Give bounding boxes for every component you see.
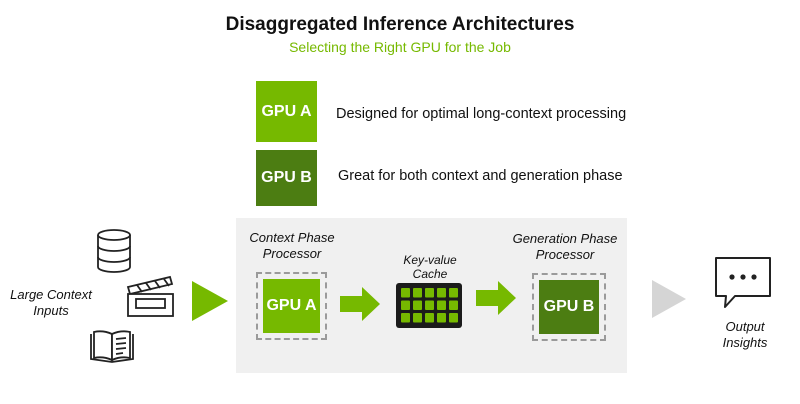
- generation-gpu-b-box: GPU B: [539, 280, 599, 334]
- generation-gpu-label: GPU B: [543, 298, 595, 315]
- legend-gpu-a-box: GPU A: [256, 81, 317, 142]
- context-gpu-label: GPU A: [266, 297, 317, 314]
- cache-cell: [437, 313, 446, 323]
- generation-gpu-slot: [532, 273, 606, 341]
- cache-cell: [413, 300, 422, 310]
- context-phase-label: Context Phase Processor: [249, 230, 335, 261]
- cache-cell: [449, 300, 458, 310]
- cache-cell: [425, 300, 434, 310]
- legend-gpu-b-description: Great for both context and generation ph…: [338, 168, 623, 184]
- page-title: Disaggregated Inference Architectures: [225, 14, 575, 35]
- cache-cell: [401, 288, 410, 298]
- database-icon: [97, 229, 131, 273]
- clapperboard-icon: [126, 275, 174, 317]
- output-arrow-triangle: [652, 280, 686, 318]
- book-icon: [90, 330, 134, 363]
- generation-phase-label: Generation Phase Processor: [512, 231, 618, 262]
- cache-cell: [425, 313, 434, 323]
- context-gpu-slot: [256, 272, 327, 340]
- cache-cell: [413, 313, 422, 323]
- cache-label: Key-value Cache: [403, 253, 457, 281]
- cache-cell: [413, 288, 422, 298]
- chat-bubble-icon: [715, 257, 771, 308]
- context-gpu-a-box: GPU A: [263, 279, 320, 333]
- cache-cell: [449, 313, 458, 323]
- output-label: Output Insights: [722, 319, 768, 350]
- legend-gpu-a-label: GPU A: [261, 102, 312, 120]
- kv-cache-chip-icon: [396, 283, 462, 328]
- cache-cell: [449, 288, 458, 298]
- cache-cell: [425, 288, 434, 298]
- legend-gpu-a-description: Designed for optimal long-context proces…: [336, 106, 627, 122]
- cache-cell: [437, 288, 446, 298]
- input-label: Large Context Inputs: [10, 287, 92, 318]
- page-subtitle: Selecting the Right GPU for the Job: [289, 39, 511, 55]
- arrow-to-cache: [340, 287, 380, 321]
- arrow-to-generation: [476, 281, 516, 315]
- cache-cell: [437, 300, 446, 310]
- cache-cell: [401, 300, 410, 310]
- cache-cell: [401, 313, 410, 323]
- input-arrow-triangle: [192, 281, 228, 321]
- legend-gpu-b-label: GPU B: [261, 169, 312, 186]
- legend-gpu-b-box: GPU B: [256, 150, 317, 206]
